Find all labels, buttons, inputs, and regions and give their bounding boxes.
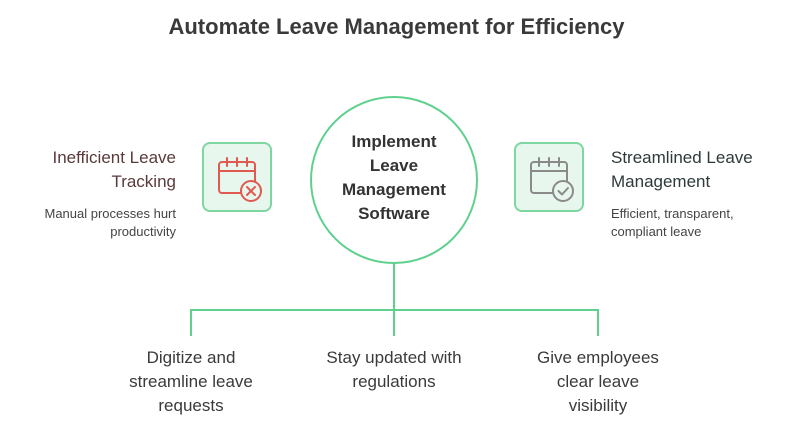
right-heading-line1: Streamlined Leave bbox=[611, 148, 753, 167]
right-heading: Streamlined Leave Management bbox=[611, 146, 791, 194]
center-circle bbox=[310, 96, 478, 264]
branch-label-line: Give employees bbox=[537, 348, 659, 367]
right-subtext-line1: Efficient, transparent, bbox=[611, 206, 734, 221]
left-heading-line1: Inefficient Leave bbox=[52, 148, 177, 167]
right-icon-box bbox=[514, 142, 584, 212]
branch-label-line: clear leave bbox=[556, 372, 640, 391]
branch-label-line: streamline leave bbox=[129, 372, 253, 391]
page-title: Automate Leave Management for Efficiency bbox=[168, 14, 625, 39]
center-label: Implement Leave Management Software bbox=[310, 130, 478, 226]
right-subtext: Efficient, transparent, compliant leave bbox=[611, 205, 791, 241]
left-subtext: Manual processes hurt productivity bbox=[0, 205, 176, 241]
branch-label-digitize: Digitize and streamline leave requests bbox=[101, 346, 281, 418]
left-subtext-line1: Manual processes hurt bbox=[44, 206, 176, 221]
branch-label-line: visibility bbox=[568, 396, 628, 415]
calendar-x-icon bbox=[218, 157, 262, 202]
branch-label-line: regulations bbox=[352, 372, 436, 391]
center-label-line4: Software bbox=[358, 204, 430, 223]
left-heading-line2: Tracking bbox=[111, 172, 176, 191]
branch-label-line: Digitize and bbox=[146, 348, 236, 367]
left-subtext-line2: productivity bbox=[110, 224, 176, 239]
center-label-line1: Implement bbox=[351, 132, 437, 151]
center-label-line2: Leave bbox=[369, 156, 419, 175]
branch-label-visibility: Give employees clear leave visibility bbox=[508, 346, 688, 418]
left-heading: Inefficient Leave Tracking bbox=[0, 146, 177, 194]
right-subtext-line2: compliant leave bbox=[611, 224, 702, 239]
branch-label-line: Stay updated with bbox=[326, 348, 462, 367]
branch-label-line: requests bbox=[158, 396, 224, 415]
left-icon-box bbox=[202, 142, 272, 212]
right-heading-line2: Management bbox=[611, 172, 711, 191]
calendar-check-icon bbox=[530, 157, 574, 202]
branch-label-regulations: Stay updated with regulations bbox=[304, 346, 484, 394]
center-label-line3: Management bbox=[342, 180, 446, 199]
